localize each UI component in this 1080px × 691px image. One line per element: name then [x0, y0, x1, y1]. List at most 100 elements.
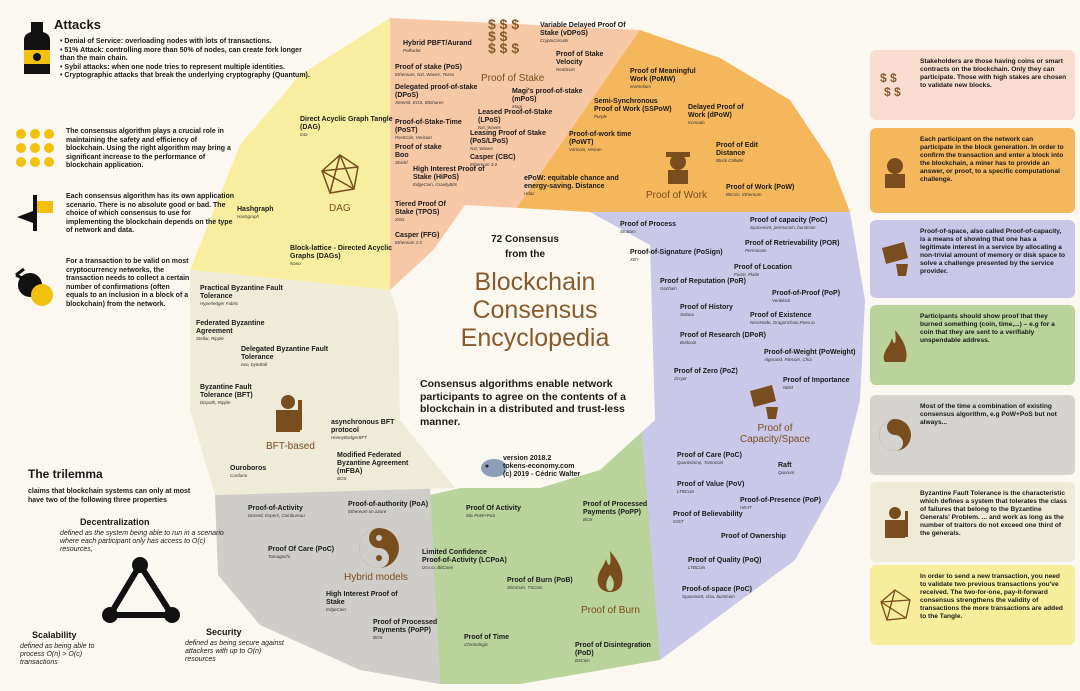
consensus-item: Proof of Value (PoV)LTBCoin — [677, 481, 757, 494]
miner-icon — [878, 154, 912, 188]
consensus-implementations: Ethereum on azure — [348, 509, 387, 514]
consensus-implementations: PostCoin, Vericoin — [395, 135, 432, 140]
consensus-name: Proof of Care (PoC) — [677, 452, 742, 459]
consensus-name: Raft — [778, 462, 792, 469]
consensus-name: Variable Delayed Proof Of Stake (vDPoS) — [540, 22, 626, 37]
consensus-name: Tiered Proof Of Stake (TPOS) — [395, 201, 446, 216]
decentralization-desc: defined as the system being able to run … — [60, 530, 224, 553]
consensus-implementations: Purple — [594, 114, 608, 119]
consensus-implementations: BOS — [373, 635, 383, 640]
attacks-title: Attacks — [54, 17, 101, 32]
consensus-implementations: Stratum — [620, 229, 636, 234]
consensus-item: Block-lattice - Directed Acyclic Graphs … — [290, 245, 400, 266]
consensus-implementations: Dispath, Ripple — [200, 400, 231, 405]
consensus-implementations: BOS — [583, 517, 593, 522]
consensus-name: Proof-of-Signature (PoSign) — [630, 249, 723, 256]
poison-bottle-icon — [18, 20, 56, 78]
bucket-icon — [746, 385, 780, 421]
soldier-icon — [266, 392, 310, 436]
soldier-icon — [878, 505, 912, 539]
burn-segment — [430, 410, 660, 684]
consensus-item: Proof-of-work time (PoWT)Varicoin, Veriu… — [569, 131, 639, 152]
consensus-item: Proof-of-space (PoC)Spacemint, chia, bur… — [682, 586, 767, 599]
site-label: tokens-economy.com — [503, 463, 575, 470]
consensus-implementations: CryptoCircuits — [540, 38, 569, 43]
yinyang-icon — [358, 527, 400, 569]
consensus-name: Ouroboros — [230, 465, 267, 472]
info-box: Byzantine Fault Tolerance is the charact… — [870, 482, 1075, 562]
version-info: version 2018.2 tokens-economy.com (c) 20… — [503, 455, 580, 479]
consensus-implementations: Ethereum 3.0 — [470, 162, 498, 167]
consensus-name: Limited Confidence Proof-of-Activity (LC… — [422, 549, 507, 564]
consensus-implementations: Foam, Platin — [734, 272, 760, 277]
consensus-implementations: Quantslamp, Tamocoin — [677, 460, 724, 465]
info-box: $ $$ $Stakeholders are those having coin… — [870, 50, 1075, 120]
consensus-name: Delegated Byzantine Fault Tolerance — [241, 346, 329, 361]
consensus-item: Magi's proof-of-stake (mPoS)Magi — [512, 88, 597, 109]
consensus-name: Proof-of-Activity — [248, 505, 303, 512]
consensus-implementations: Spacemint, chia, burstcoin — [682, 594, 735, 599]
consensus-implementations: Bitcoin, Ethereum — [726, 192, 762, 197]
consensus-item: Proof-of-Stake-Time (PoST)PostCoin, Veri… — [395, 119, 480, 140]
pos-label: Proof of Stake — [481, 73, 545, 84]
dollar-icon: $ $ $$ $$ $ $ — [488, 16, 520, 56]
consensus-item: Casper (CBC)Ethereum 3.0 — [470, 154, 530, 167]
capacity-label: Proof of Capacity/Space — [740, 423, 810, 445]
consensus-implementations: LTBCoin — [677, 489, 695, 494]
consensus-name: Proof of Zero (PoZ) — [674, 368, 738, 375]
consensus-name: Proof of Stake Velocity — [556, 51, 604, 66]
consensus-implementations: SlimCoin, TSCoin — [507, 585, 543, 590]
consensus-name: Proof of Research (DPoR) — [680, 332, 766, 339]
consensus-item: Variable Delayed Proof Of Stake (vDPoS)C… — [540, 22, 630, 43]
attack-item: • Cryptographic attacks that break the u… — [60, 72, 310, 79]
info-box: Most of the time a combination of existi… — [870, 395, 1075, 475]
consensus-implementations: Gochain — [660, 286, 677, 291]
consensus-implementations: EdgeCoin — [326, 607, 346, 612]
consensus-implementations: Chronologic — [464, 642, 489, 647]
capacity-segment — [585, 212, 865, 660]
dag-network-icon — [318, 153, 362, 197]
consensus-implementations: Hashgraph — [237, 214, 260, 219]
info-application-scenario: Each consensus algorithm has its own app… — [66, 193, 235, 234]
dag-segment — [190, 18, 390, 290]
consensus-implementations: Quorum — [778, 470, 795, 475]
consensus-implementations: Nxt, Waves — [478, 125, 501, 130]
burn-label: Proof of Burn — [581, 605, 640, 616]
consensus-name: Proof of Importance — [783, 377, 850, 384]
info-box: Each participant on the network can part… — [870, 128, 1075, 213]
consensus-name: Proof of Believability — [673, 511, 743, 518]
consensus-implementations: HEAT — [740, 505, 752, 510]
consensus-name: Casper (CBC) — [470, 154, 516, 161]
consensus-item: Proof-of-Proof (PoP)Veriblock — [772, 290, 847, 303]
trilemma-description: claims that blockchain systems can only … — [28, 488, 191, 504]
copyright-label: (c) 2019 - Cédric Walter — [503, 471, 581, 478]
dollar-icon: $ $$ $ — [878, 68, 912, 102]
consensus-name: Proof of Burn (PoB) — [507, 577, 573, 584]
consensus-implementations: Shield — [395, 160, 408, 165]
consensus-name: Hashgraph — [237, 206, 274, 213]
consensus-implementations: Varicoin, Verium — [569, 147, 602, 152]
consensus-item: Proof-of-Signature (PoSign)XBY — [630, 249, 725, 262]
consensus-item: Leased Proof-of-Stake (LPoS)Nxt, Waves — [478, 109, 563, 130]
consensus-item: Proof of stake (PoS)Ethereum, Nxt, Waves… — [395, 64, 485, 77]
consensus-implementations: Tamagochi — [268, 554, 290, 559]
consensus-implementations: Hyperledger Fabric — [200, 301, 239, 306]
consensus-item: Proof of Care (PoC)Quantslamp, Tamocoin — [677, 452, 757, 465]
consensus-implementations: neo, byteBall — [241, 362, 268, 367]
consensus-item: Proof of Zero (PoZ)Zcrypt — [674, 368, 749, 381]
consensus-name: Proof of History — [680, 304, 733, 311]
consensus-name: Proof of Processed Payments (PoPP) — [373, 619, 438, 634]
consensus-implementations: B3Coin — [575, 658, 590, 663]
consensus-name: Hybrid PBFT/Aurand — [403, 40, 472, 47]
consensus-name: Proof-of-Proof (PoP) — [772, 290, 841, 297]
consensus-name: Proof of Ownership — [721, 533, 786, 540]
consensus-name: Delegated proof-of-stake (DPoS) — [395, 84, 478, 99]
